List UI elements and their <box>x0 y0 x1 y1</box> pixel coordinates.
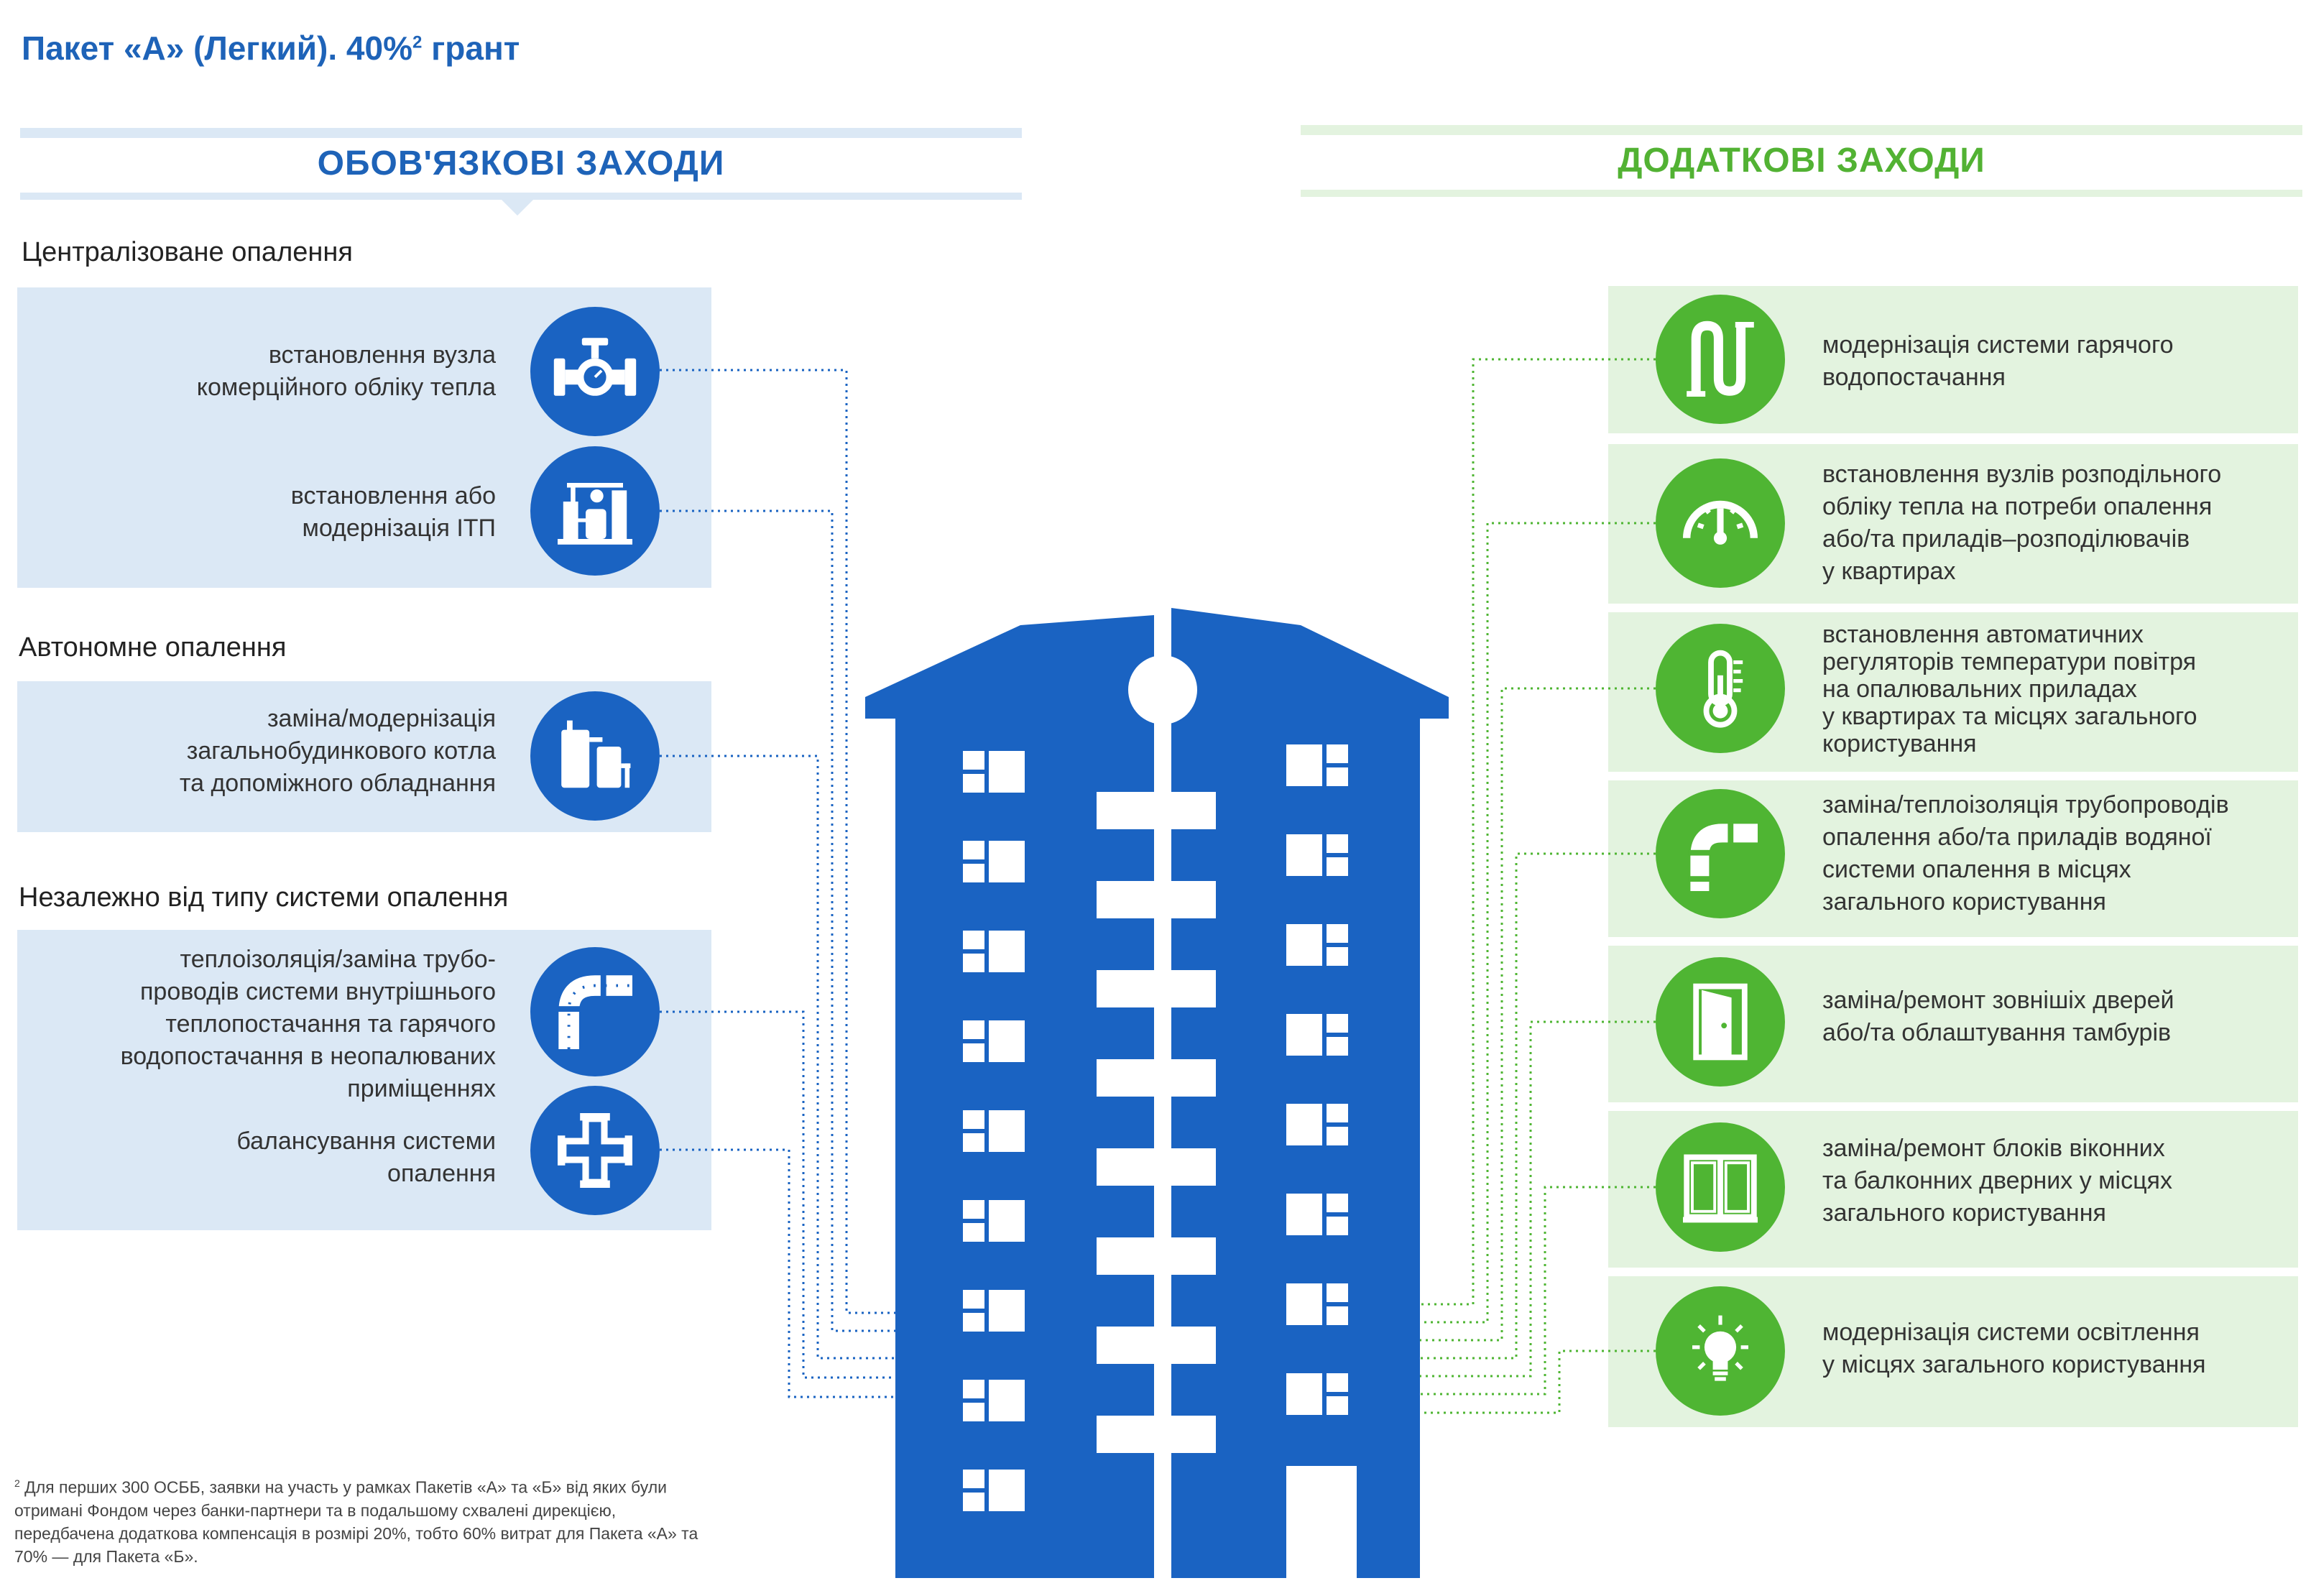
item-circle-heat-meter <box>530 307 660 436</box>
heat-substation-icon <box>558 483 632 545</box>
additional-header-bar-bottom <box>1301 190 2302 197</box>
balconies <box>1097 792 1216 1453</box>
item-text-pipe-insulation: теплоізоляція/заміна трубо- проводів сис… <box>120 946 496 1102</box>
light-bulb-icon <box>1692 1315 1748 1381</box>
item-circle-pipe-insulation <box>530 947 660 1076</box>
item-text-doors: заміна/ремонт зовнішіх дверей або/та обл… <box>1822 987 2174 1046</box>
coil-pipe-icon <box>1687 320 1754 397</box>
window-icon <box>1683 1154 1758 1223</box>
additional-header: ДОДАТКОВІ ЗАХОДИ <box>1618 142 1985 180</box>
item-circle-pipe-replacement <box>1656 789 1785 918</box>
item-circle-boiler <box>530 691 660 821</box>
mandatory-header-pointer <box>502 200 533 216</box>
mandatory-connectors <box>660 369 898 1398</box>
additional-header-bar <box>1301 125 2302 135</box>
item-circle-hot-water <box>1656 295 1785 424</box>
item-text-lighting: модернізація системи освітлення у місцях… <box>1822 1319 2206 1378</box>
entrance-door <box>1286 1466 1357 1578</box>
boiler-icon <box>561 720 631 788</box>
item-circle-balancing <box>530 1086 660 1215</box>
mandatory-header: ОБОВ'ЯЗКОВІ ЗАХОДИ <box>317 144 725 183</box>
section-label-any-system: Незалежно від типу системи опалення <box>19 882 509 913</box>
left-windows <box>963 751 1025 1511</box>
thermometer-icon <box>1703 650 1743 728</box>
item-circle-windows <box>1656 1122 1785 1252</box>
valve-meter-icon <box>553 338 637 396</box>
mandatory-header-bar <box>20 128 1022 138</box>
item-text-balancing: балансування системи опалення <box>236 1127 496 1187</box>
section-label-autonomous-heating: Автономне опалення <box>19 632 287 663</box>
item-circle-itp <box>530 446 660 576</box>
item-text-windows: заміна/ремонт блоків віконних та балконн… <box>1822 1135 2172 1227</box>
item-circle-doors <box>1656 957 1785 1087</box>
door-icon <box>1693 983 1748 1061</box>
item-circle-thermostats <box>1656 624 1785 753</box>
right-windows <box>1286 744 1348 1415</box>
page-title: Пакет «А» (Легкий). 40%2 грант <box>22 29 520 67</box>
item-text-heat-meter: встановлення вузла комерційного обліку т… <box>196 341 496 401</box>
item-text-thermostats: встановлення автоматичних регуляторів те… <box>1822 621 2197 757</box>
item-text-pipe-replacement: заміна/теплоізоляція трубопроводів опале… <box>1822 791 2229 915</box>
item-circle-distribution-meters <box>1656 458 1785 588</box>
footnote: 2 Для перших 300 ОСББ, заявки на участь … <box>14 1477 698 1566</box>
pipe-elbow-icon <box>1688 821 1758 891</box>
insulated-pipe-icon <box>558 974 632 1049</box>
item-text-hot-water: модернізація системи гарячого водопостач… <box>1822 331 2174 391</box>
item-text-boiler: заміна/модернізація загальнобудинкового … <box>179 705 496 797</box>
additional-connectors <box>1420 358 1656 1414</box>
building <box>865 608 1449 1578</box>
item-circle-lighting <box>1656 1286 1785 1416</box>
pipe-cross-icon <box>558 1113 632 1188</box>
gauge-icon <box>1683 500 1758 545</box>
mandatory-header-bar-bottom <box>20 193 1022 200</box>
item-text-itp: встановлення або модернізація ІТП <box>290 482 496 542</box>
section-label-central-heating: Централізоване опалення <box>22 237 353 267</box>
item-text-distribution-meters: встановлення вузлів розподільного обліку… <box>1822 461 2222 585</box>
